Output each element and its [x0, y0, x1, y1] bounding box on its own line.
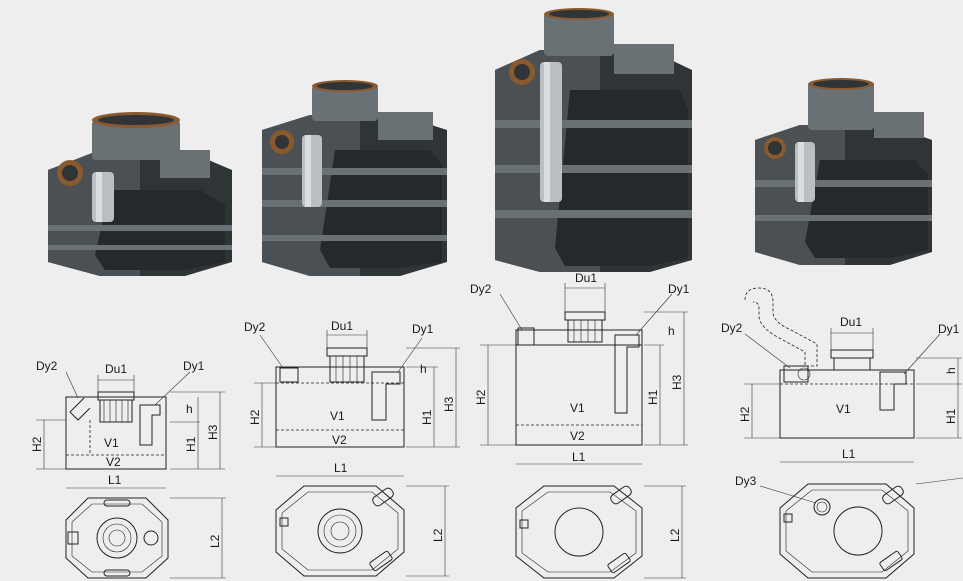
- unit-4-side-view: [744, 287, 962, 439]
- unit-1-top-view: L1 L2: [65, 473, 226, 579]
- unit-3-dy1-label: Dy1: [668, 282, 690, 296]
- unit-3-h3-label: H3: [670, 374, 684, 390]
- unit-2-side-view: [254, 330, 460, 448]
- unit-2-h3-label: H3: [442, 396, 456, 412]
- unit-3-dy2-label: Dy2: [470, 282, 492, 296]
- unit-4-dy1-label: Dy1: [938, 322, 960, 336]
- unit-2-v2-label: V2: [332, 433, 347, 447]
- unit-3-h-label: h: [668, 324, 675, 338]
- unit-1-l2-label: L2: [208, 534, 222, 548]
- unit-1-dy2-label: Dy2: [36, 359, 58, 373]
- unit-2-top-view: L1 L2: [275, 461, 449, 577]
- unit-3-du1-label: Du1: [575, 271, 597, 285]
- product-render-3: [495, 8, 692, 272]
- unit-1-du1-label: Du1: [105, 362, 127, 376]
- unit-3-l2-label: L2: [668, 528, 682, 542]
- unit-2-dy2-label: Dy2: [244, 320, 266, 334]
- unit-3-h2-label: H2: [474, 389, 488, 405]
- unit-4-h1-label: H1: [944, 408, 958, 424]
- unit-1-l1-label: L1: [108, 473, 122, 487]
- unit-2-dy1-label: Dy1: [412, 322, 434, 336]
- product-render-2: [262, 80, 447, 276]
- unit-1-h3-label: H3: [206, 424, 220, 440]
- unit-1-v1-label: V1: [104, 436, 119, 450]
- unit-4-top-view: L1: [759, 447, 963, 579]
- unit-2-h2-label: H2: [248, 409, 262, 425]
- unit-2-du1-label: Du1: [331, 319, 353, 333]
- product-render-4: [755, 78, 932, 265]
- unit-4-du1-label: Du1: [840, 315, 862, 329]
- unit-1-v2-label: V2: [106, 455, 121, 469]
- unit-4-dy2-label: Dy2: [721, 321, 743, 335]
- unit-3-v2-label: V2: [570, 429, 585, 443]
- unit-3-l1-label: L1: [572, 450, 586, 464]
- unit-2-l2-label: L2: [431, 528, 445, 542]
- product-render-1: [48, 112, 232, 276]
- unit-4-v1-label: V1: [836, 402, 851, 416]
- unit-2-l1-label: L1: [334, 461, 348, 475]
- unit-3-side-view: [480, 283, 688, 446]
- unit-3-v1-label: V1: [570, 401, 585, 415]
- unit-4-l1-label: L1: [842, 447, 856, 461]
- unit-2-v1-label: V1: [330, 409, 345, 423]
- unit-1-h-label: h: [186, 402, 193, 416]
- unit-1-dy1-label: Dy1: [183, 359, 205, 373]
- unit-4-h-label: h: [944, 367, 958, 374]
- unit-2-h-label: h: [420, 362, 427, 376]
- unit-3-h1-label: H1: [646, 389, 660, 405]
- unit-4-h2-label: H2: [738, 406, 752, 422]
- unit-4-dy3-label: Dy3: [735, 474, 757, 488]
- unit-1-h2-label: H2: [30, 436, 44, 452]
- unit-1-side-view: [36, 371, 225, 470]
- unit-3-top-view: L1 L2: [515, 450, 686, 579]
- unit-2-h1-label: H1: [420, 409, 434, 425]
- unit-1-h1-label: H1: [184, 436, 198, 452]
